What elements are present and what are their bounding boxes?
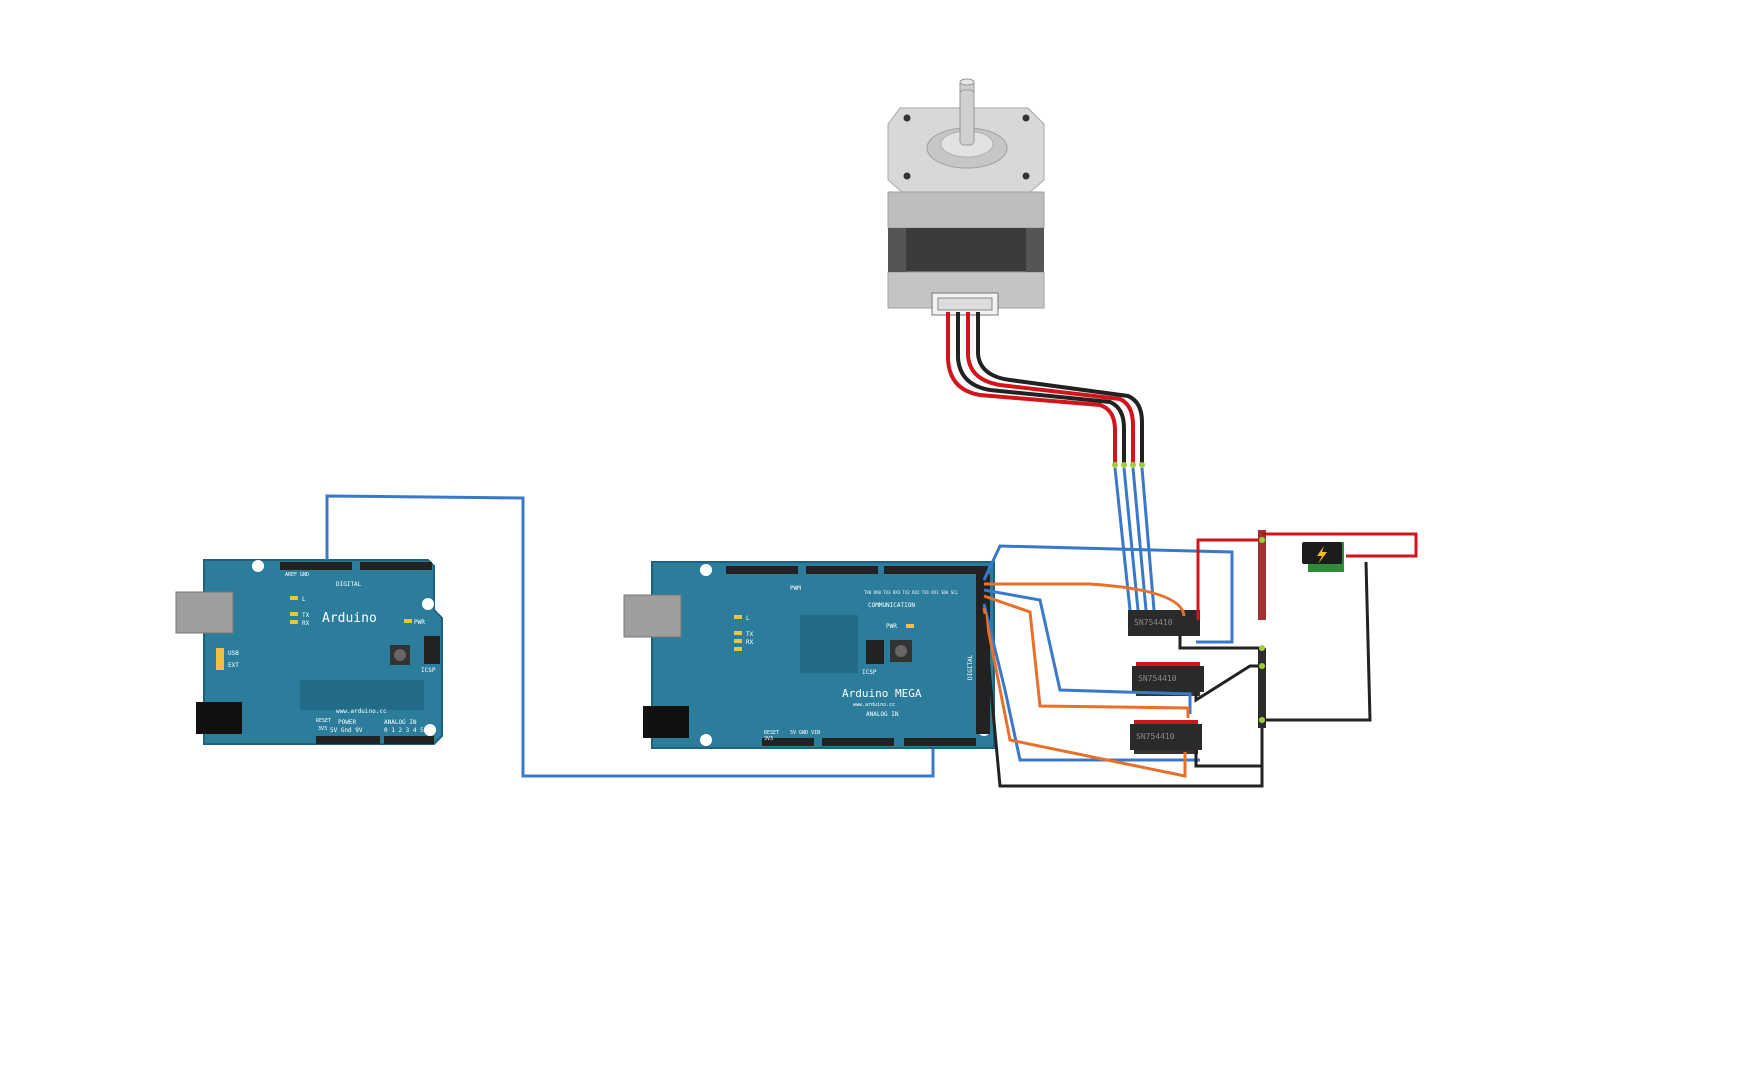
motor-leads <box>946 312 1144 465</box>
uno-title: Arduino <box>322 611 377 626</box>
mega-title: Arduino MEGA <box>842 687 922 700</box>
chip-2: SN754410 <box>1132 666 1204 692</box>
mega-digital-label: DIGITAL <box>967 654 974 680</box>
chip-1-label: SN754410 <box>1134 618 1173 627</box>
uno-url: www.arduino.cc <box>336 708 387 715</box>
black-ground-wires <box>982 561 1372 788</box>
uno-analog-pins: 0 1 2 3 4 5 <box>384 727 424 734</box>
uno-analog-label: ANALOG IN <box>384 719 417 726</box>
arduino-mega-board: Arduino MEGA www.arduino.cc PWM COMMUNIC… <box>623 561 995 749</box>
red-power-wires <box>1196 532 1418 620</box>
chip-3: SN754410 <box>1130 724 1202 750</box>
mega-pwm-label: PWM <box>790 585 801 592</box>
chip-1: SN754410 <box>1128 610 1200 636</box>
mega-led-tx: TX <box>746 631 754 638</box>
uno-3v3: 3V3 <box>318 726 327 732</box>
rail-joints <box>1259 537 1265 723</box>
uno-icsp-label: ICSP <box>421 667 436 674</box>
uno-power-label: POWER <box>338 719 356 726</box>
mega-3v3: 3V3 <box>764 736 773 742</box>
power-jack <box>1302 542 1344 572</box>
uno-pwr-label: PWR <box>414 619 425 626</box>
stepper-motor-icon <box>887 78 1045 316</box>
uno-led-l: L <box>302 596 306 603</box>
uno-usb-label: USB <box>228 650 239 657</box>
chip-3-label: SN754410 <box>1136 732 1175 741</box>
mega-comm-pins: TX0 RX0 TX3 RX3 TX2 RX2 TX1 RX1 SDA SCL <box>864 590 959 595</box>
mega-led-l: L <box>746 615 750 622</box>
lightning-bolt-icon <box>1317 546 1327 564</box>
motor-to-chip-wires <box>1113 467 1156 611</box>
uno-power-pins: 5V Gnd 9V <box>330 727 363 734</box>
uno-gnd: GND <box>300 572 309 578</box>
orange-signal-wires <box>982 582 1190 778</box>
lead-joints <box>1112 462 1145 468</box>
uno-led-rx: RX <box>302 620 310 627</box>
uno-mega-blue-wire <box>325 494 935 778</box>
mega-icsp-label: ICSP <box>862 669 877 676</box>
mega-power-pins: 5V GND VIN <box>790 730 820 736</box>
mega-led-rx: RX <box>746 639 754 646</box>
mega-reset: RESET <box>764 730 779 736</box>
breadboard-rail-black <box>1258 648 1266 728</box>
uno-digital-label: DIGITAL <box>336 581 362 588</box>
uno-ext-label: EXT <box>228 662 239 669</box>
uno-aref: AREF <box>285 572 297 578</box>
uno-led-tx: TX <box>302 612 310 619</box>
arduino-uno-board: Arduino DIGITAL www.arduino.cc POWER ANA… <box>175 559 443 745</box>
mega-url: www.arduino.cc <box>853 702 895 708</box>
mega-comm-label: COMMUNICATION <box>868 602 915 609</box>
breadboard-rail-red <box>1258 530 1266 620</box>
chip-2-label: SN754410 <box>1138 674 1177 683</box>
mega-pwr-label: PWR <box>886 623 897 630</box>
mega-analog-label: ANALOG IN <box>866 711 899 718</box>
uno-reset: RESET <box>316 718 331 724</box>
